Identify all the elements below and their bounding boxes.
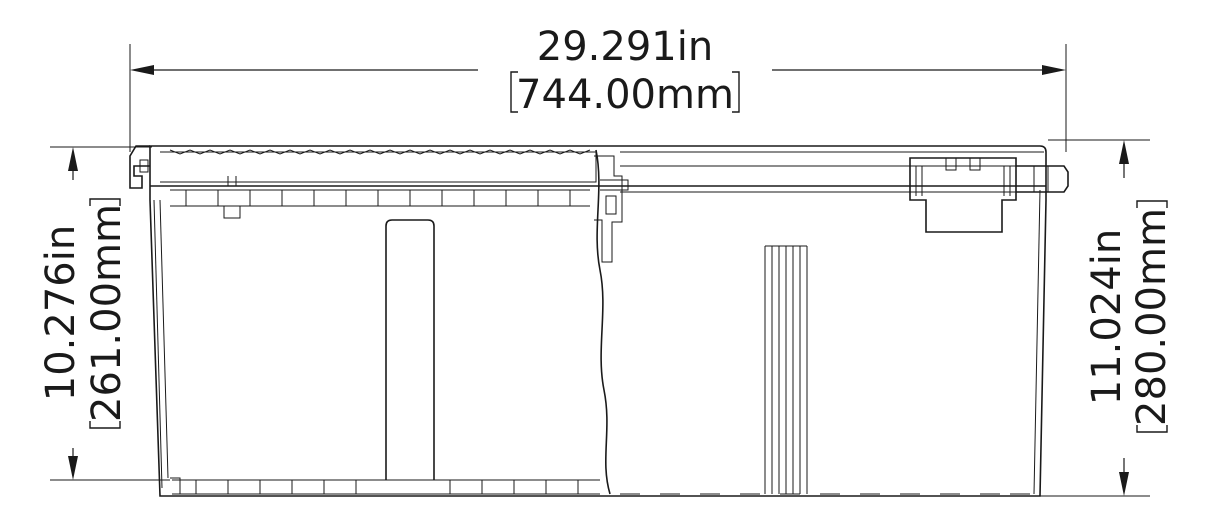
- left-height-dimension: 10.276in 261.00mm: [38, 146, 170, 481]
- rib-row-bottom: [172, 479, 600, 495]
- width-bracket-left: [510, 71, 518, 113]
- right-arrow-top: [1119, 140, 1129, 164]
- right-imperial-label: 11.024in: [1084, 229, 1130, 405]
- left-wall-inner: [159, 199, 169, 479]
- left-lip: [129, 145, 150, 189]
- enclosure-outline: [149, 145, 1047, 497]
- left-bracket-top: [89, 198, 121, 206]
- hinge: [909, 157, 1069, 233]
- width-imperial-label: 29.291in: [537, 24, 713, 70]
- width-dimension: 29.291in 744.00mm: [129, 24, 1067, 152]
- left-wall-inner-2: [153, 199, 163, 489]
- right-bracket-bottom: [1136, 425, 1168, 433]
- left-bracket-bottom: [89, 421, 121, 429]
- bottom-foot-left: [170, 477, 181, 494]
- hinge-notches: [945, 158, 981, 171]
- rib-ticks-top: [185, 190, 571, 206]
- right-height-dimension: 11.024in 280.00mm: [1040, 139, 1175, 497]
- hinge-pin: [1016, 165, 1069, 193]
- hinge-pin-detail: [1033, 166, 1049, 192]
- left-metric-label: 261.00mm: [84, 204, 130, 422]
- left-arrow-bottom: [68, 456, 78, 480]
- hinge-block: [909, 157, 1017, 233]
- section-break-line: [595, 149, 611, 495]
- right-metric-label: 280.00mm: [1129, 208, 1175, 426]
- width-metric-label: 744.00mm: [516, 72, 734, 118]
- lid-zigzag: [169, 149, 591, 155]
- left-imperial-label: 10.276in: [38, 225, 84, 401]
- clip-detail: [223, 176, 241, 219]
- enclosure-body: [129, 145, 1069, 497]
- right-arrow-bottom: [1119, 472, 1129, 496]
- width-arrow-left: [130, 65, 154, 75]
- width-arrow-right: [1042, 65, 1066, 75]
- center-divider: [385, 219, 435, 480]
- latch-mechanism: [594, 155, 629, 263]
- width-bracket-right: [732, 71, 740, 113]
- lid-section-inner: [160, 151, 597, 183]
- rib-ticks-bottom: [195, 480, 579, 494]
- hinge-knuckle-lines: [915, 166, 1011, 196]
- right-wall-inner: [1033, 189, 1041, 495]
- right-bracket-top: [1136, 200, 1168, 208]
- left-lip-detail: [139, 159, 149, 173]
- vertical-grooves: [764, 245, 808, 494]
- rib-row-top: [170, 189, 590, 207]
- left-arrow-top: [68, 147, 78, 171]
